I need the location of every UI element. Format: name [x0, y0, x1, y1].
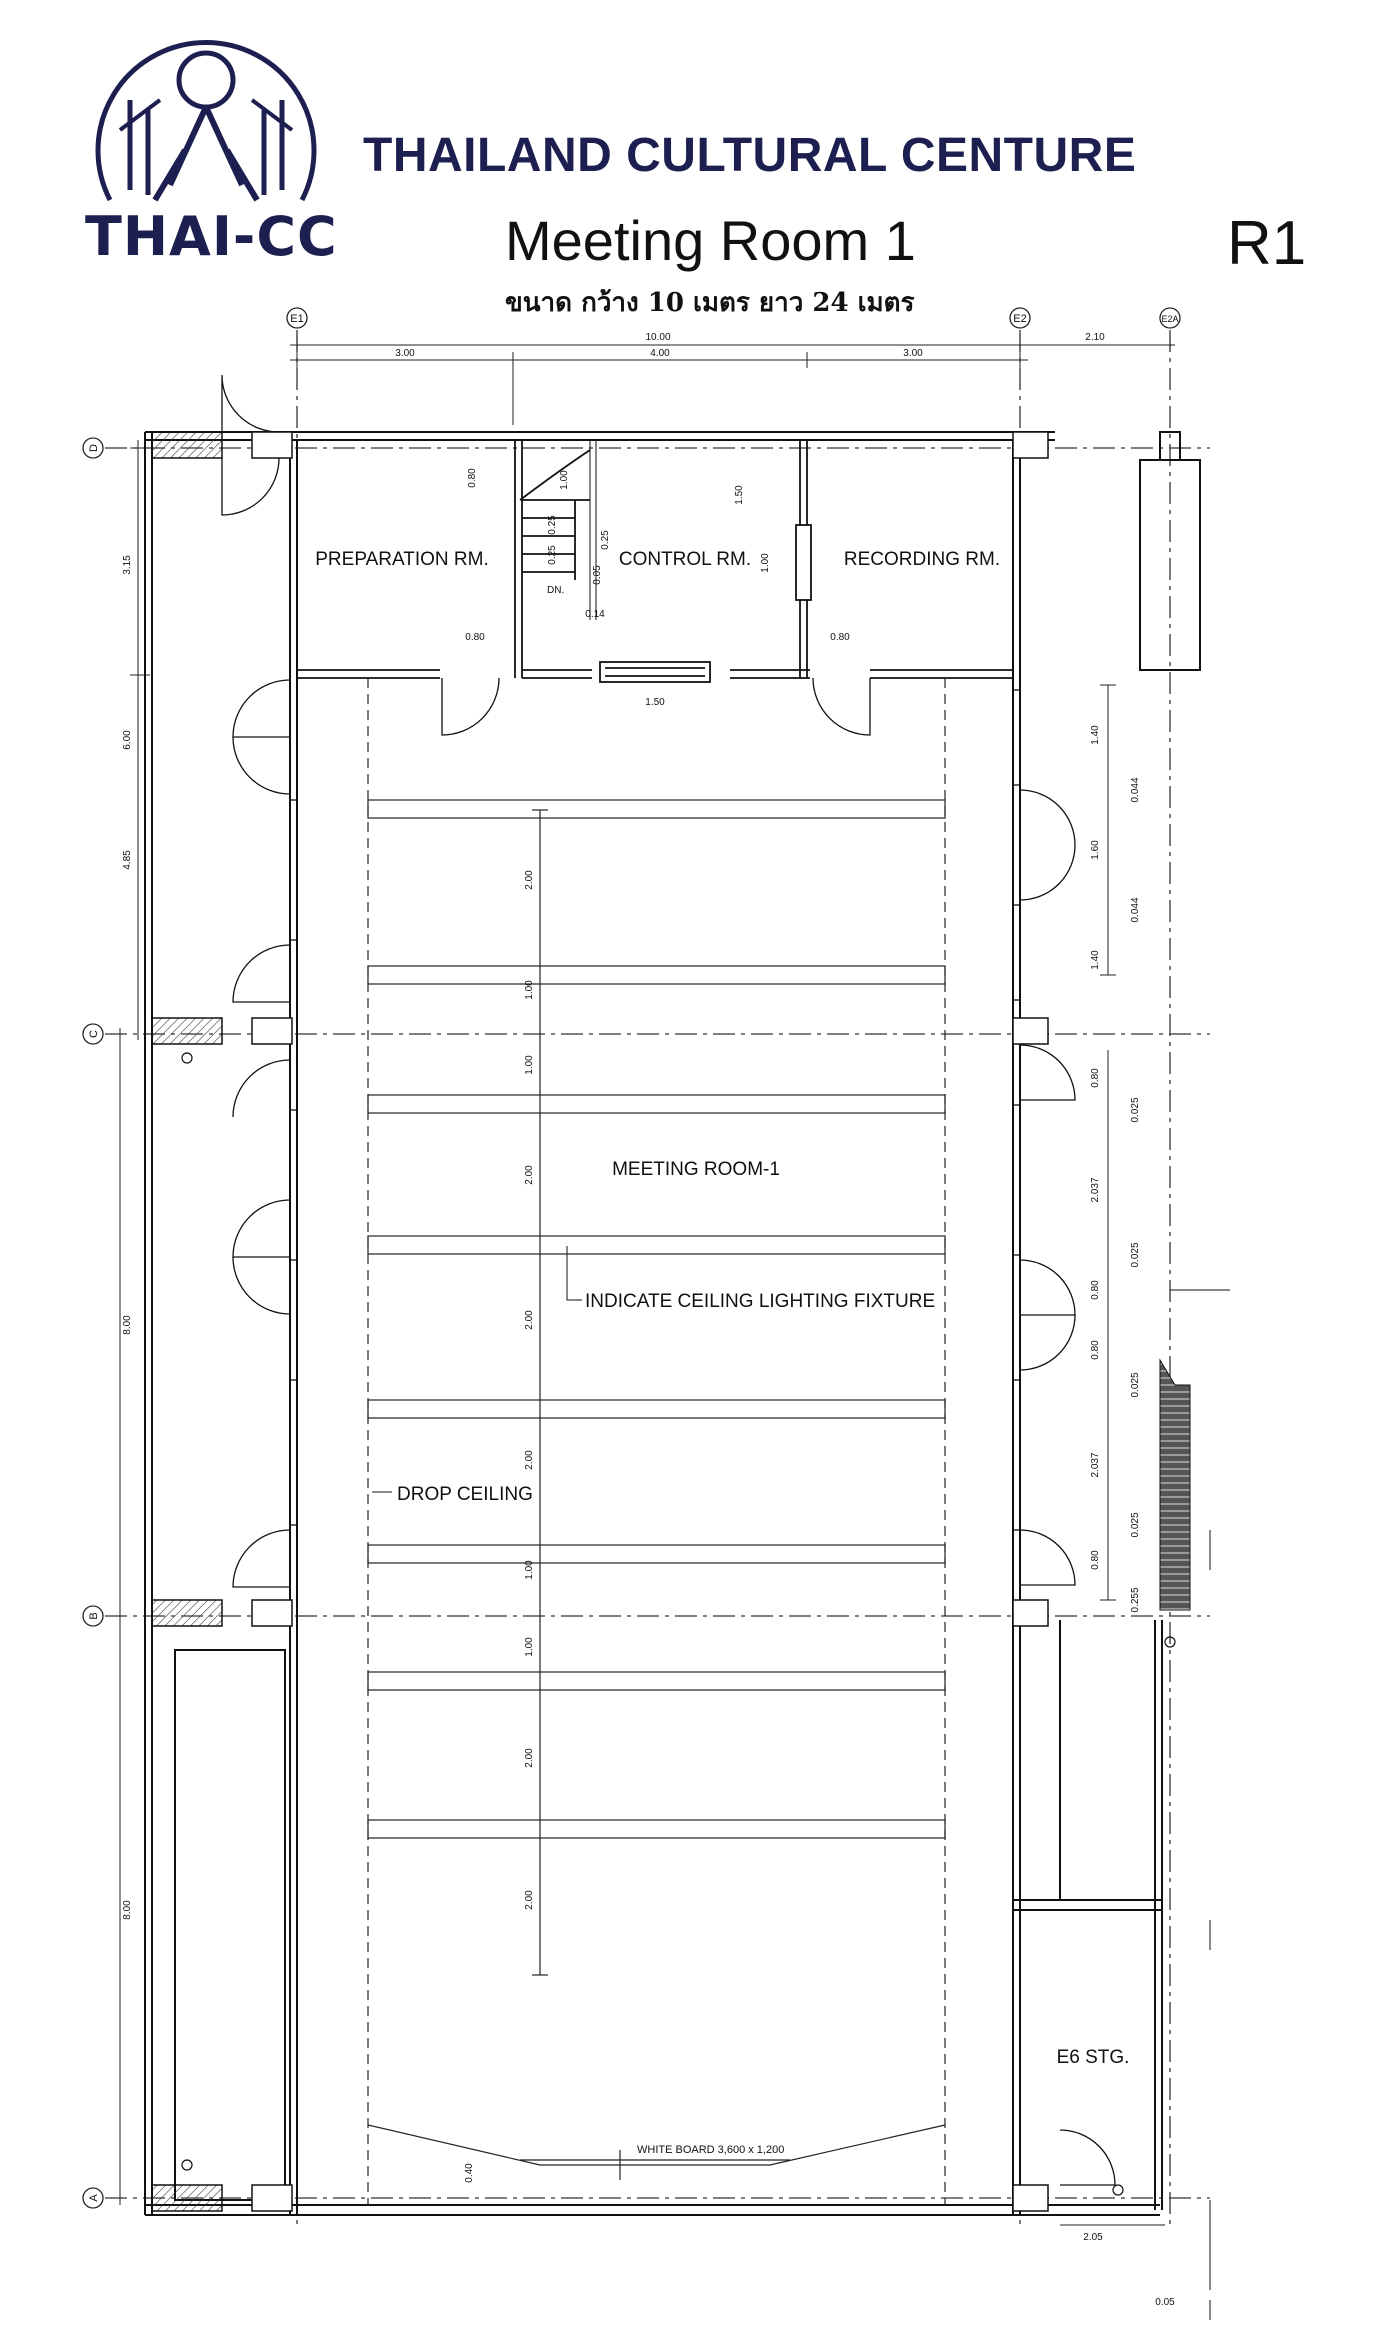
dim-right-080c: 0.80 [1090, 1340, 1101, 1360]
thai-cc-logo [95, 40, 317, 202]
grid-label-c: C [88, 1030, 100, 1038]
grid-bubbles [82, 307, 1181, 2209]
dim-right-044b: 0.044 [1130, 897, 1141, 922]
grid-label-b: B [88, 1612, 100, 1619]
dim-light-1: 2.00 [524, 870, 535, 890]
dim-bottom-005: 0.05 [1155, 2297, 1175, 2308]
grid-label-e2: E2 [1013, 313, 1026, 325]
walls [144, 431, 1201, 2216]
top-rooms [297, 440, 1013, 683]
ceiling-lighting [367, 678, 946, 2205]
grid-label-e1: E1 [290, 313, 303, 325]
dim-stair-025c: 0.25 [600, 530, 611, 550]
dim-light-2: 1.00 [524, 980, 535, 1000]
dim-stair-025a: 0.25 [547, 515, 558, 535]
dim-left-485: 4.85 [122, 850, 133, 870]
dim-light-6: 2.00 [524, 1450, 535, 1470]
dim-right-140a: 1.40 [1090, 725, 1101, 745]
dim-left-600: 6.00 [122, 730, 133, 750]
grid-label-e2a: E2A [1161, 314, 1178, 324]
dim-light-7: 1.00 [524, 1560, 535, 1580]
note-white-board: WHITE BOARD 3,600 x 1,200 [637, 2144, 784, 2156]
grid-label-d: D [88, 444, 100, 452]
room-label-control: CONTROL RM. [619, 549, 751, 570]
grid-label-a: A [88, 2194, 100, 2202]
room-label-storage: E6 STG. [1057, 2047, 1130, 2068]
dim-bottom-205: 2.05 [1083, 2232, 1103, 2243]
room-label-preparation: PREPARATION RM. [315, 549, 488, 570]
dim-left-315: 3.15 [122, 555, 133, 575]
dim-board-040: 0.40 [464, 2163, 475, 2183]
room-label-meeting: MEETING ROOM-1 [612, 1159, 780, 1180]
dim-door-080b: 0.80 [830, 632, 850, 643]
dim-right-025d: 0.025 [1130, 1512, 1141, 1537]
dim-right-0255: 0.255 [1130, 1587, 1141, 1612]
dim-top-a: 3.00 [395, 348, 415, 359]
dim-right-160: 1.60 [1090, 840, 1101, 860]
logo-text: THAI-CC [85, 205, 338, 268]
dim-right-025a: 0.025 [1130, 1097, 1141, 1122]
room-size-note: ขนาด กว้าง 10 เมตร ยาว 24 เมตร [505, 288, 915, 318]
dim-ctrl-150h: 1.50 [645, 697, 665, 708]
grid-lines [105, 330, 1210, 2225]
dim-top-c: 3.00 [903, 348, 923, 359]
dim-right-080b: 0.80 [1090, 1280, 1101, 1300]
room-label-recording: RECORDING RM. [844, 549, 1000, 570]
room-title: Meeting Room 1 [505, 209, 916, 272]
dim-door-080a: 0.80 [465, 632, 485, 643]
dim-stair-100: 1.00 [559, 470, 570, 490]
top-dimension-lines [290, 337, 1175, 425]
page-title: THAILAND CULTURAL CENTURE [363, 129, 1137, 182]
dim-top-total: 10.00 [645, 332, 670, 343]
dim-ctrl-100v: 1.00 [760, 553, 771, 573]
note-lighting: INDICATE CEILING LIGHTING FIXTURE [585, 1291, 935, 1312]
columns [151, 431, 1049, 2212]
left-dimension-lines [119, 440, 150, 2205]
dim-stair-005: 0.05 [592, 565, 603, 585]
dim-right-2037b: 2.037 [1090, 1452, 1101, 1477]
dim-right-080a: 0.80 [1090, 1068, 1101, 1088]
note-dn: DN. [547, 585, 564, 596]
room-code: R1 [1227, 209, 1307, 278]
dim-right-025b: 0.025 [1130, 1242, 1141, 1267]
dim-light-10: 2.00 [524, 1890, 535, 1910]
dim-light-8: 1.00 [524, 1637, 535, 1657]
dim-left-800b: 8.00 [122, 1900, 133, 1920]
dim-right-044a: 0.044 [1130, 777, 1141, 802]
dim-top-b: 4.00 [650, 348, 670, 359]
dim-light-4: 2.00 [524, 1165, 535, 1185]
dim-right-140b: 1.40 [1090, 950, 1101, 970]
dim-stair-025b: 0.25 [547, 545, 558, 565]
dim-right-080d: 0.80 [1090, 1550, 1101, 1570]
dim-right-025c: 0.025 [1130, 1372, 1141, 1397]
doors [221, 374, 1116, 2186]
dim-light-9: 2.00 [524, 1748, 535, 1768]
dim-light-3: 1.00 [524, 1055, 535, 1075]
right-dimension-lines [1060, 684, 1165, 2226]
note-drop-ceiling: DROP CEILING [397, 1484, 533, 1505]
dim-right-2037a: 2.037 [1090, 1177, 1101, 1202]
dim-top-side: 2.10 [1085, 332, 1105, 343]
dim-light-5: 2.00 [524, 1310, 535, 1330]
dim-ctrl-150v: 1.50 [734, 485, 745, 505]
stair-symbol [1159, 1289, 1230, 2320]
dim-stair-014: 0.14 [585, 609, 605, 620]
dim-left-800a: 8.00 [122, 1315, 133, 1335]
dim-door-080c: 0.80 [467, 468, 478, 488]
